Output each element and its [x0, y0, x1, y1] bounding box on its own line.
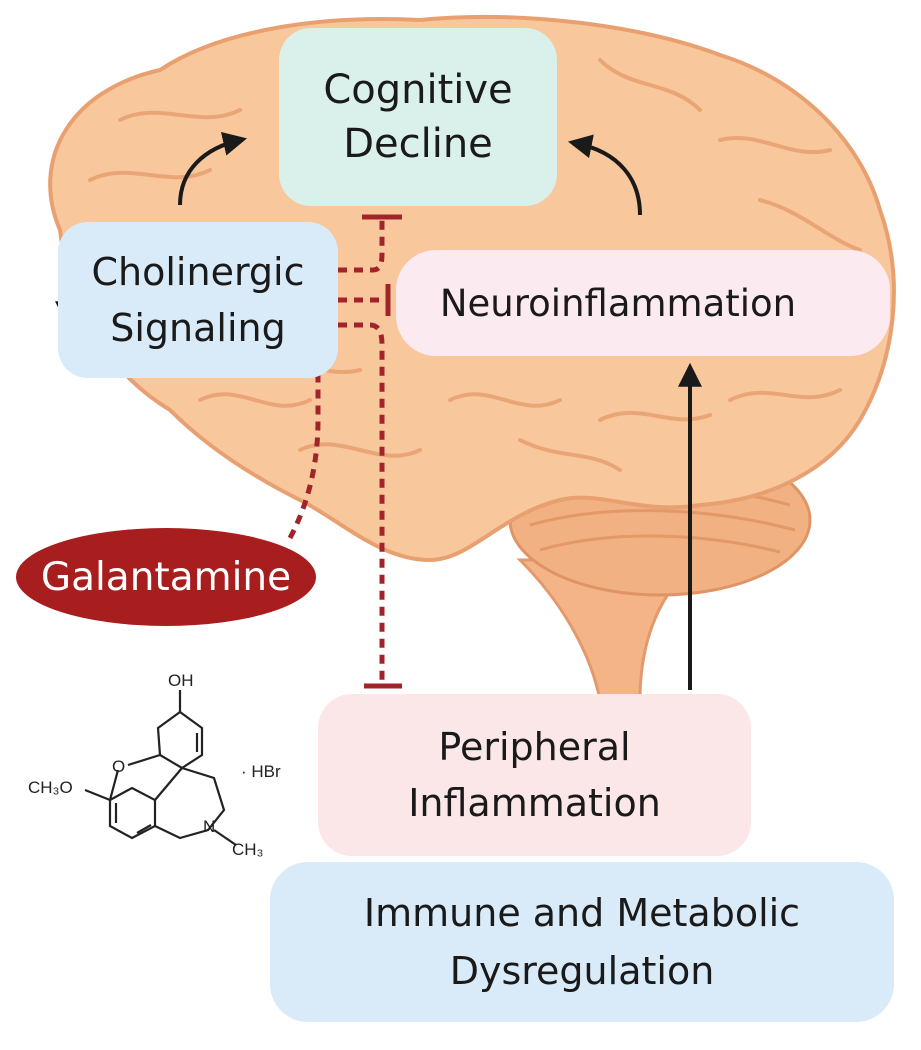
- node-immune-metabolic: Immune and Metabolic Dysregulation: [270, 862, 894, 1022]
- arrow-neuroinflammation-to-cognitive: [567, 134, 642, 216]
- mol-o: O: [112, 757, 125, 776]
- node-cognitive-decline: Cognitive Decline: [279, 28, 557, 206]
- dashed-cholinergic-to-cognitive: [338, 220, 385, 273]
- node-cognitive-line1: Cognitive: [323, 67, 513, 113]
- galantamine-structure: [84, 690, 237, 846]
- node-immune-line2: Dysregulation: [449, 949, 715, 993]
- mol-oh: OH: [168, 671, 194, 690]
- node-peripheral-inflammation: Peripheral Inflammation: [318, 694, 751, 856]
- mol-ch3: CH₃: [232, 840, 263, 859]
- node-neuroinflammation: Neuroinflammation: [396, 250, 890, 356]
- dashed-galantamine-to-cholinergic: [287, 307, 331, 540]
- node-peripheral-line2: Inflammation: [408, 781, 661, 825]
- mol-och3: CH₃O: [28, 778, 73, 797]
- mol-salt-label: · HBr: [241, 762, 281, 781]
- arrow-cholinergic-to-cognitive: [178, 132, 248, 206]
- node-cognitive-line2: Decline: [343, 121, 493, 167]
- node-neuroinflammation-label: Neuroinflammation: [439, 281, 797, 325]
- node-cholinergic-signaling: Cholinergic Signaling: [58, 222, 338, 378]
- node-peripheral-line1: Peripheral: [438, 725, 631, 769]
- node-galantamine-label: Galantamine: [40, 554, 292, 600]
- node-galantamine: Galantamine: [16, 528, 316, 626]
- mol-n: N: [203, 817, 215, 836]
- node-cholinergic-line1: Cholinergic: [91, 250, 305, 294]
- node-immune-line1: Immune and Metabolic: [363, 891, 801, 935]
- dashed-cholinergic-to-peripheral: [338, 322, 385, 686]
- node-cholinergic-line2: Signaling: [110, 306, 286, 350]
